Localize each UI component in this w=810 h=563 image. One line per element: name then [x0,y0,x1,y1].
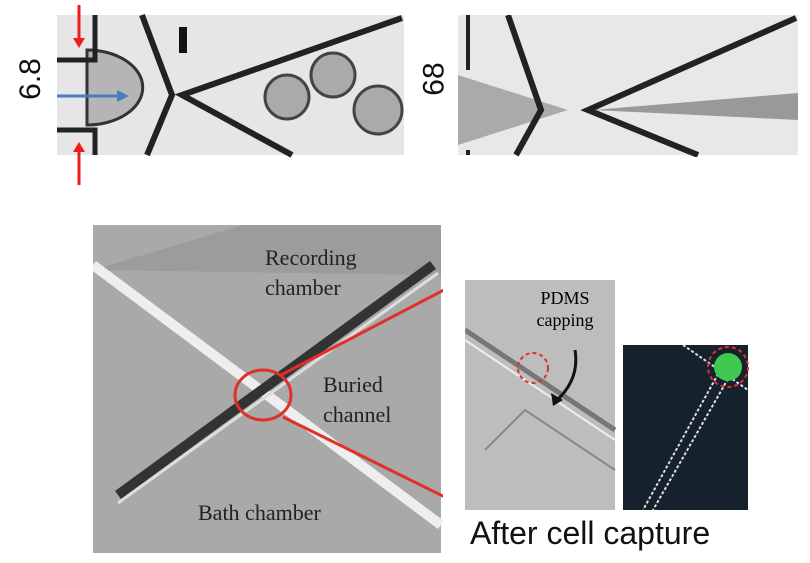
fluorescence-image [623,345,749,511]
bath-chamber-label: Bath chamber [198,500,321,525]
recording-chamber-label: Recording chamber [265,245,357,300]
caption: After cell capture [470,515,711,551]
cell-circle-highlight [707,346,749,388]
jetting-image [458,15,798,157]
cell-circle-highlight [517,352,549,384]
buried-channel-label: Buried channel [323,372,392,427]
label-6-8: 6.8 [13,58,47,100]
droplet-formation-image [57,5,404,185]
red-circle-highlight [233,368,293,422]
sem-image [93,225,443,553]
label-68: 68 [417,62,451,96]
pdms-inset-image [465,280,617,510]
pdms-capping-label: PDMS capping [536,288,594,330]
